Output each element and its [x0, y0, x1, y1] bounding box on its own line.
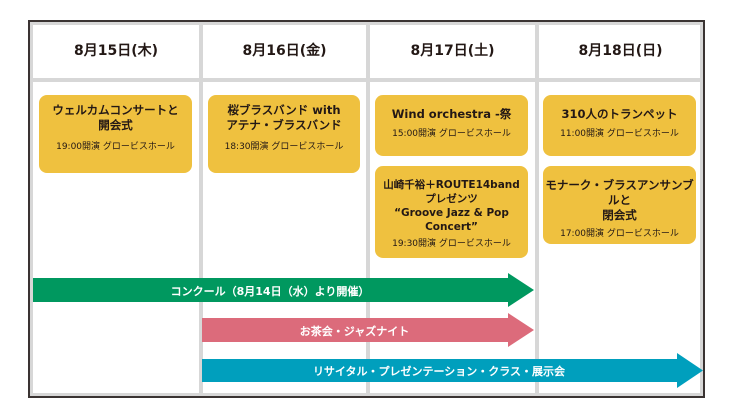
event-card: 桜ブラスバンド with アテナ・ブラスバンド 18:30開演 グロービスホール	[208, 95, 360, 173]
column-divider	[535, 22, 539, 396]
arrow-shape	[33, 273, 534, 307]
event-title-line: 開会式	[98, 118, 133, 132]
event-time: 11:00開演 グロービスホール	[560, 129, 679, 139]
arrow-polygon	[202, 353, 703, 388]
event-time: 19:30開演 グロービスホール	[392, 239, 511, 249]
column-divider	[199, 22, 203, 396]
arrow-polygon	[33, 273, 534, 307]
event-title-line: 310人のトランペット	[561, 107, 678, 121]
arrow-polygon	[202, 313, 534, 347]
span-label: リサイタル・プレゼンテーション・クラス・展示会	[312, 365, 566, 378]
day-header: 8月16日(金)	[242, 43, 327, 59]
span-arrow-tea-jazz: お茶会・ジャズナイト	[202, 313, 535, 347]
schedule-table: 8月15日(木) 8月16日(金) 8月17日(土) 8月18日(日)	[28, 20, 705, 398]
event-title-line: Wind orchestra -祭	[391, 107, 512, 121]
day-header: 8月15日(木)	[73, 43, 159, 59]
span-label: コンクール（8月14日（水）より開催）	[170, 285, 370, 298]
event-card: 山崎千裕＋ROUTE14band プレゼンツ “Groove Jazz & Po…	[375, 166, 528, 258]
span-arrow-concours: コンクール（8月14日（水）より開催）	[33, 273, 535, 307]
event-title-line: “Groove Jazz & Pop Concert”	[394, 207, 509, 233]
span-label: お茶会・ジャズナイト	[299, 325, 410, 338]
event-title: 山崎千裕＋ROUTE14band プレゼンツ “Groove Jazz & Po…	[375, 178, 528, 234]
event-title: モナーク・ブラスアンサンブルと 閉会式	[543, 178, 696, 223]
event-card: モナーク・ブラスアンサンブルと 閉会式 17:00開演 グロービスホール	[543, 166, 696, 244]
span-arrow-recital: リサイタル・プレゼンテーション・クラス・展示会	[202, 353, 704, 388]
day-header: 8月18日(日)	[578, 43, 663, 59]
event-title-line: 桜ブラスバンド with	[227, 103, 341, 117]
event-time: 18:30開演 グロービスホール	[224, 142, 344, 152]
event-time: 17:00開演 グロービスホール	[560, 229, 679, 239]
day-header: 8月17日(土)	[410, 43, 495, 59]
event-title: 310人のトランペット	[543, 107, 696, 122]
event-title: 桜ブラスバンド with アテナ・ブラスバンド	[208, 103, 360, 133]
event-title-line: 山崎千裕＋ROUTE14band	[383, 179, 520, 191]
event-title-line: モナーク・ブラスアンサンブルと	[545, 178, 694, 207]
column-divider	[366, 22, 370, 396]
arrow-shape	[202, 313, 534, 347]
event-title-line: ウェルカムコンサートと	[52, 103, 179, 117]
event-time: 19:00開演 グロービスホール	[56, 142, 175, 152]
event-card: Wind orchestra -祭 15:00開演 グロービスホール	[375, 95, 528, 156]
arrow-shape	[202, 353, 703, 388]
event-title: Wind orchestra -祭	[375, 107, 528, 122]
event-title-line: プレゼンツ	[425, 193, 478, 205]
event-title: ウェルカムコンサートと 開会式	[39, 103, 192, 133]
event-title-line: アテナ・ブラスバンド	[226, 118, 342, 132]
event-card: ウェルカムコンサートと 開会式 19:00開演 グロービスホール	[39, 95, 192, 173]
header-divider	[30, 78, 703, 82]
event-time: 15:00開演 グロービスホール	[392, 129, 511, 139]
event-title-line: 閉会式	[602, 208, 637, 222]
event-card: 310人のトランペット 11:00開演 グロービスホール	[543, 95, 696, 156]
